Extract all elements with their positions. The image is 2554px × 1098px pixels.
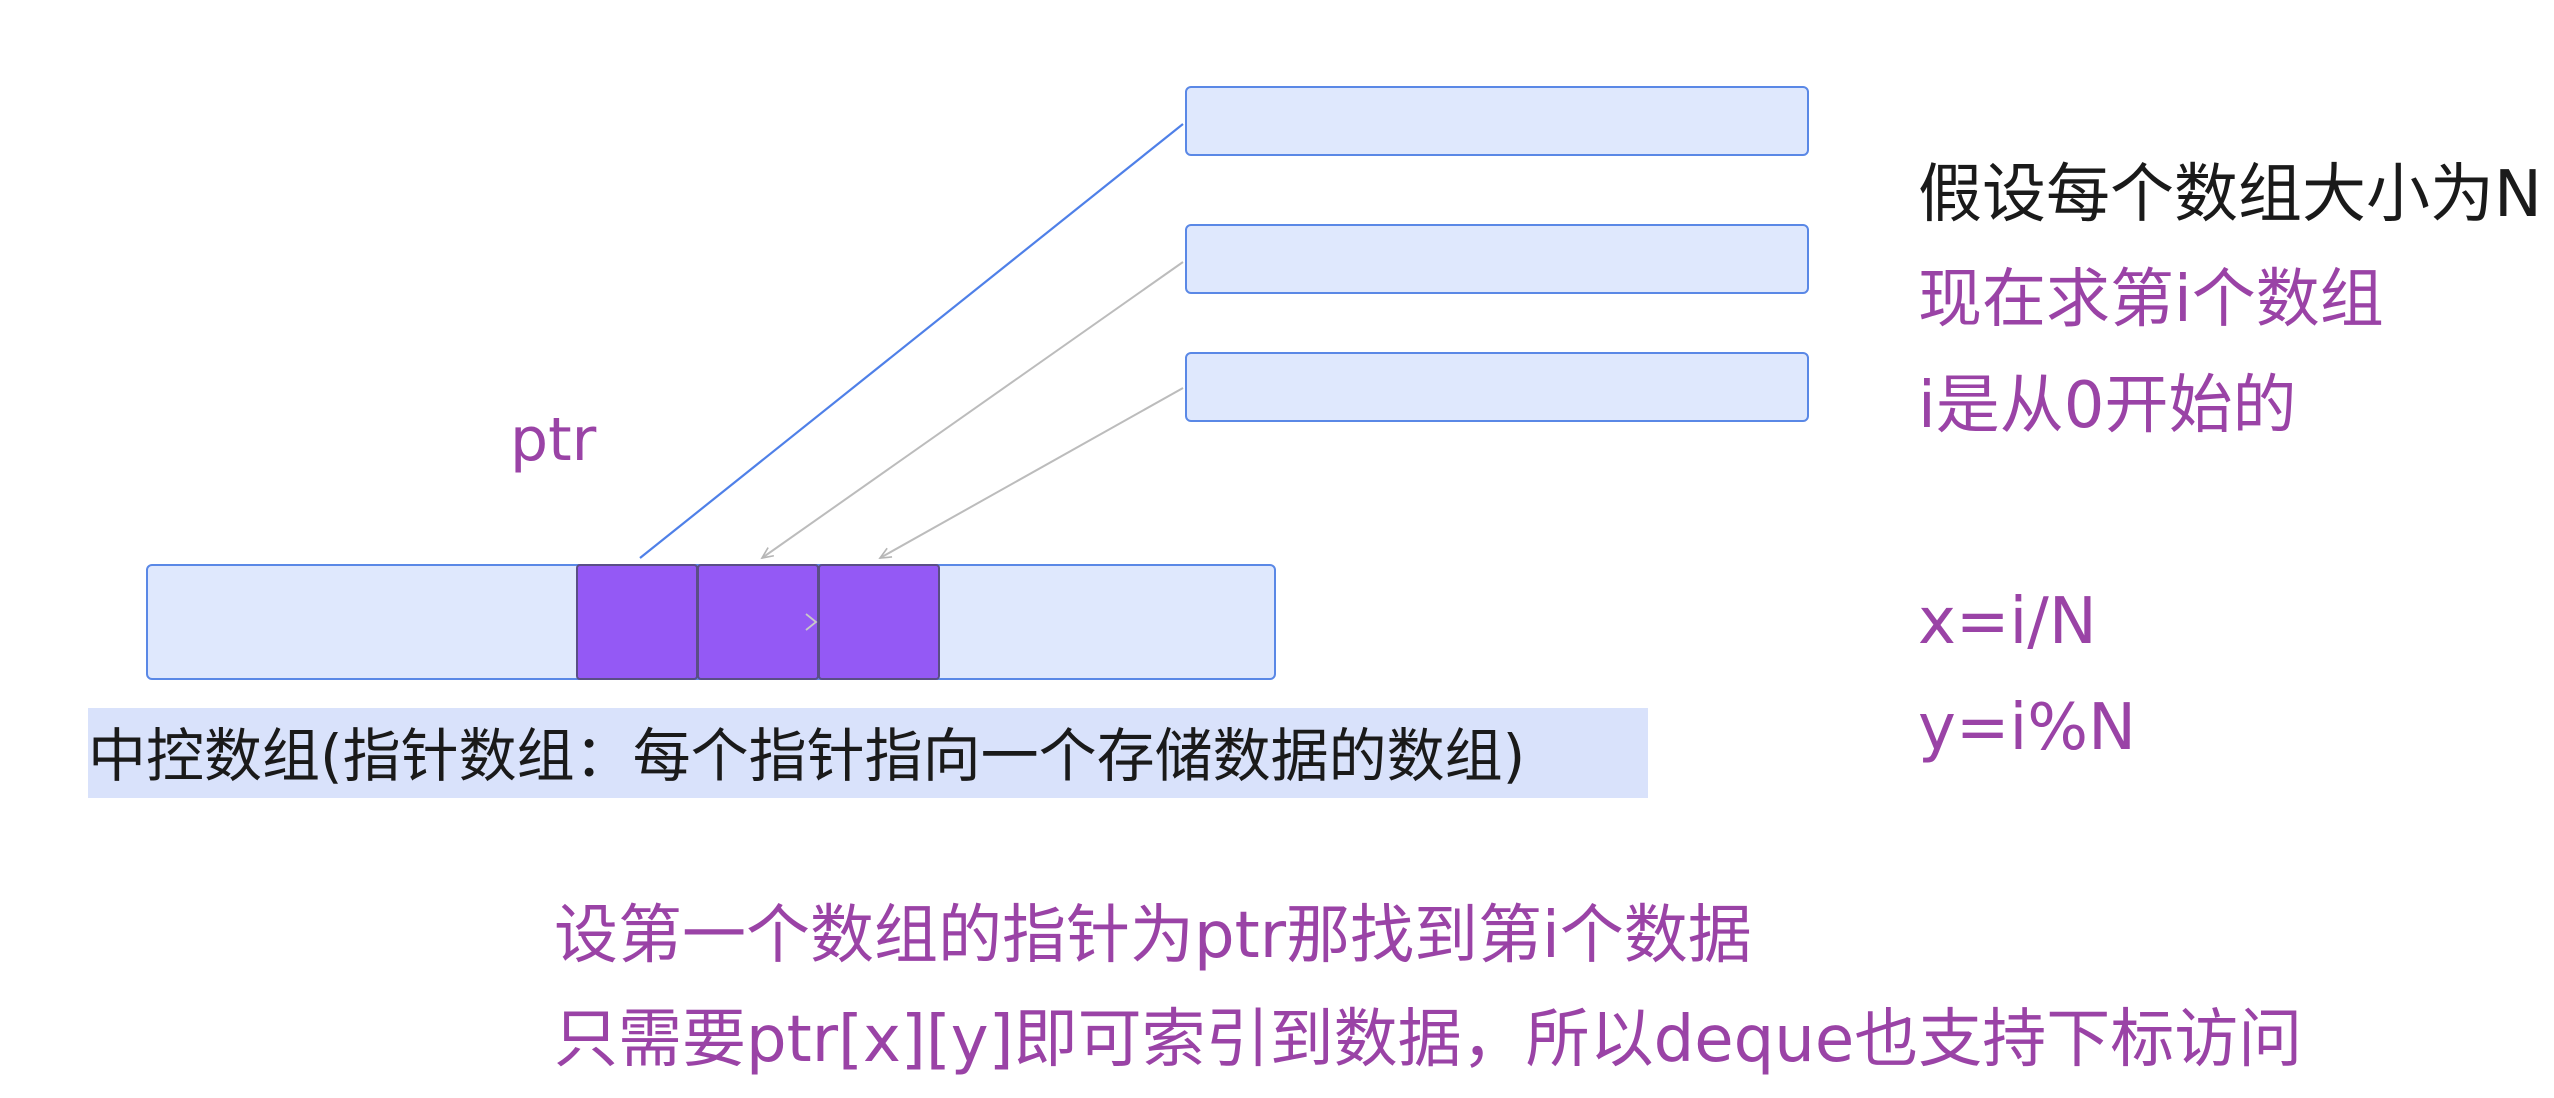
small-arrow-icon (805, 613, 818, 631)
bottom-explanation-line-2: 只需要ptr[x][y]即可索引到数据，所以deque也支持下标访问 (554, 1003, 2303, 1077)
pointer-cell-1 (576, 564, 698, 680)
control-array-caption: 中控数组(指针数组：每个指针指向一个存储数据的数组) (88, 722, 1526, 790)
pointer-link-3 (878, 387, 1184, 559)
data-buffer-2 (1185, 224, 1809, 294)
bottom-explanation-line-1: 设第一个数组的指针为ptr那找到第i个数据 (554, 899, 1752, 973)
pointer-cell-2 (697, 564, 819, 680)
formula-x: x=i/N (1918, 585, 2097, 659)
pointer-label: ptr (510, 405, 597, 475)
pointer-link-1 (639, 123, 1184, 559)
data-buffer-1 (1185, 86, 1809, 156)
note-find-i: 现在求第i个数组 (1918, 263, 2384, 337)
note-array-size: 假设每个数组大小为N (1918, 158, 2542, 232)
caption-highlight (88, 708, 1648, 798)
pointer-cell-3 (818, 564, 940, 680)
data-buffer-3 (1185, 352, 1809, 422)
pointer-link-2 (760, 261, 1184, 560)
formula-y: y=i%N (1918, 691, 2136, 765)
note-zero-based: i是从0开始的 (1918, 369, 2297, 443)
